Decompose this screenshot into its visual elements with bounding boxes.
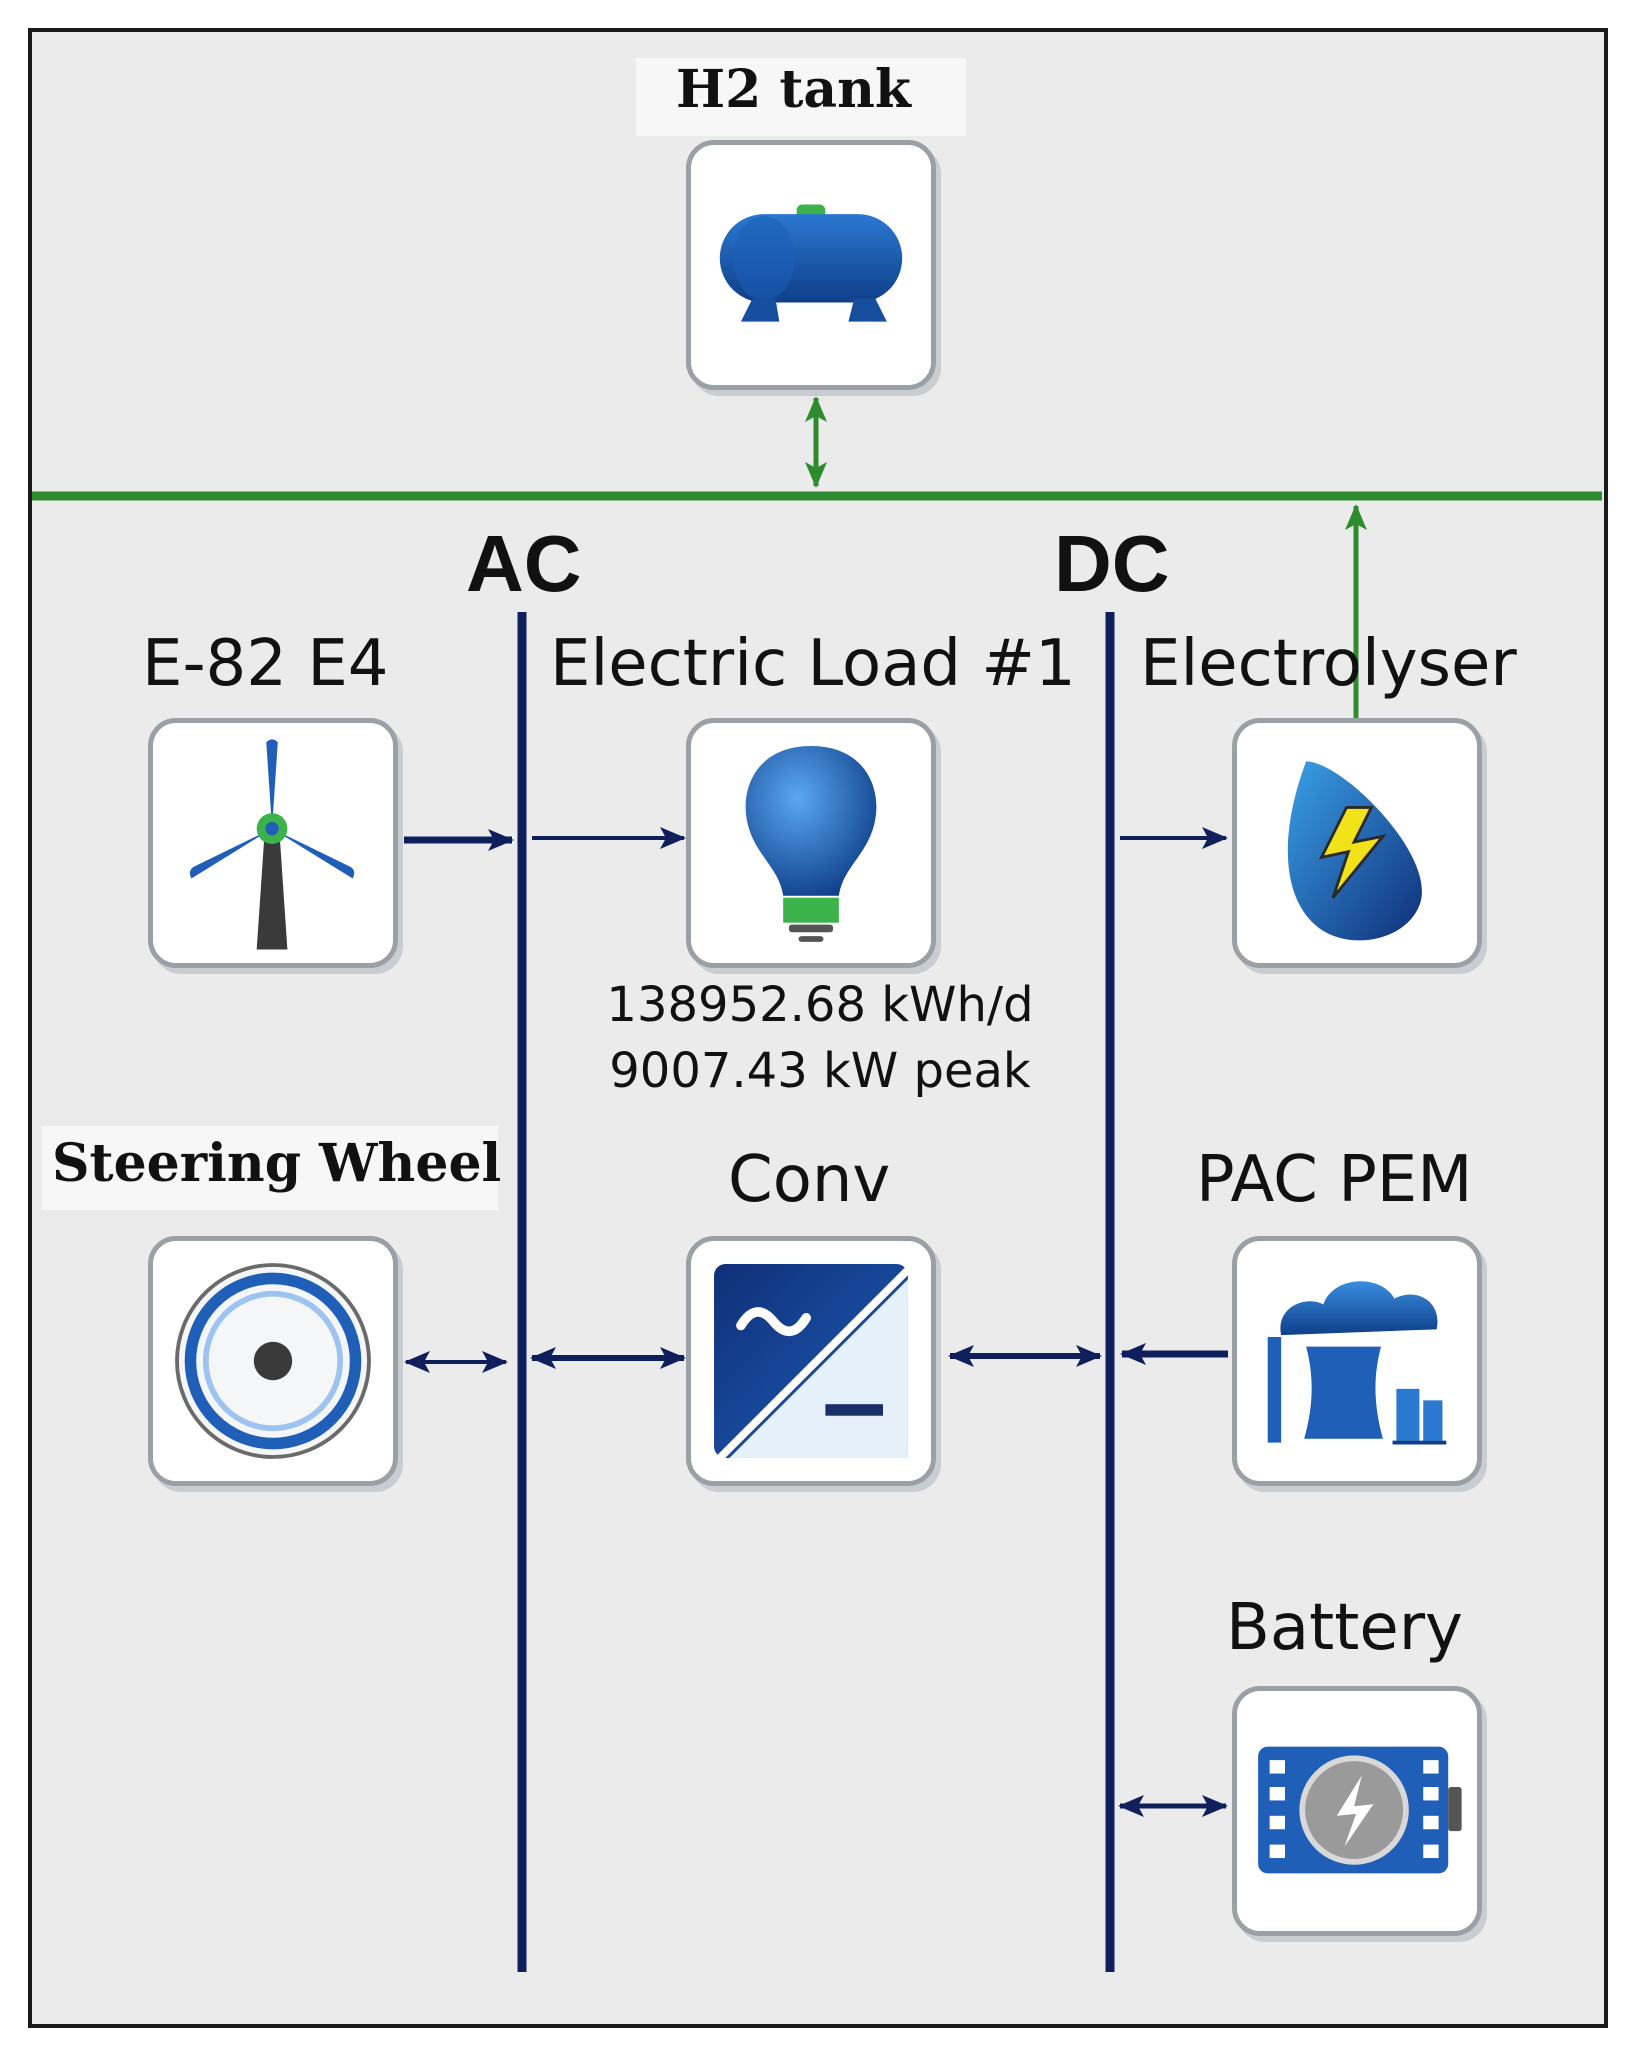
battery-label: Battery (1226, 1591, 1463, 1665)
steering-wheel-component[interactable] (148, 1236, 398, 1486)
electric-load-component[interactable] (686, 718, 936, 968)
flywheel-icon (175, 1263, 371, 1459)
fuel-cell-component[interactable] (1232, 1236, 1482, 1486)
electrolyser-component[interactable] (1232, 718, 1482, 968)
steering-wheel-label: Steering Wheel (52, 1133, 502, 1194)
h2-tank-label: H2 tank (676, 59, 911, 120)
load-energy-readout: 138952.68 kWh/d (606, 977, 1034, 1033)
electric-load-label: Electric Load #1 (550, 627, 1076, 701)
converter-icon (714, 1264, 911, 1461)
light-bulb-icon (745, 746, 877, 942)
ac-bus-label: AC (466, 519, 582, 608)
converter-label: Conv (728, 1143, 891, 1217)
steering-wheel-label-background (42, 1126, 498, 1210)
h2-tank-icon (719, 204, 903, 322)
load-peak-readout: 9007.43 kW peak (609, 1043, 1031, 1099)
h2-tank-label-background (636, 58, 966, 136)
fuel-cell-icon (1267, 1281, 1447, 1445)
wind-turbine-icon (189, 739, 355, 950)
electrolyser-icon (1287, 761, 1422, 941)
electrolyser-label: Electrolyser (1140, 627, 1517, 701)
converter-component[interactable] (686, 1236, 936, 1486)
fuel-cell-label: PAC PEM (1196, 1143, 1473, 1217)
wind-turbine-label: E-82 E4 (142, 627, 389, 701)
battery-icon (1258, 1746, 1462, 1874)
battery-component[interactable] (1232, 1686, 1482, 1936)
h2-tank-component[interactable] (686, 140, 936, 390)
dc-bus-label: DC (1054, 519, 1170, 608)
wind-turbine-component[interactable] (148, 718, 398, 968)
